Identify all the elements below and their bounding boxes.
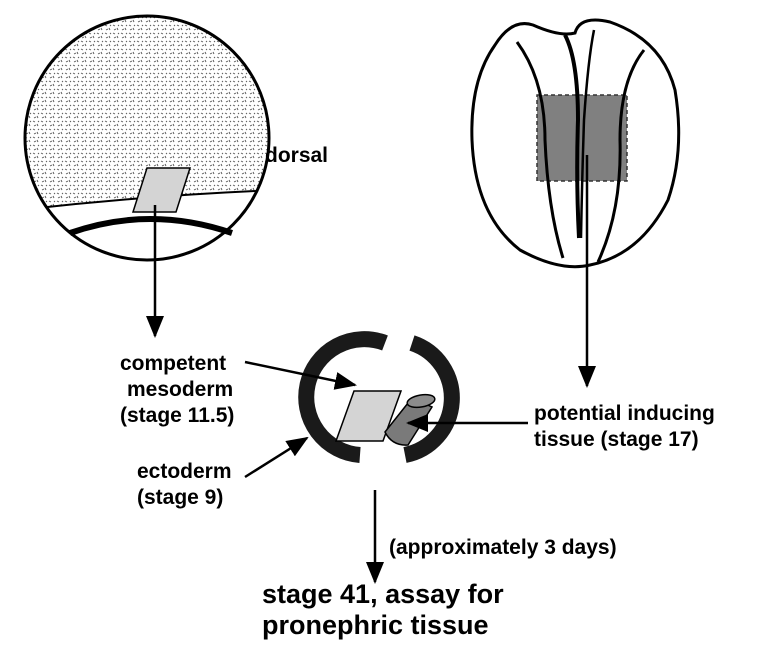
duration-label: (approximately 3 days) bbox=[389, 536, 617, 559]
animal-cap-stipple bbox=[25, 16, 269, 210]
dorsal-label: dorsal bbox=[265, 144, 328, 167]
assay-label-1: stage 41, assay for bbox=[262, 579, 504, 609]
ectoderm-label-1: ectoderm bbox=[137, 460, 232, 483]
dorsal-mesoderm-explant bbox=[131, 167, 192, 213]
gastrula-embryo bbox=[23, 14, 271, 262]
arrow-to-mesoderm bbox=[244, 360, 357, 390]
competent-label-2: mesoderm bbox=[127, 378, 233, 401]
competent-label-3: (stage 11.5) bbox=[120, 404, 234, 427]
ectoderm-label-2: (stage 9) bbox=[137, 486, 223, 509]
blastopore-lip bbox=[69, 216, 233, 236]
arrow-to-ectoderm bbox=[244, 436, 309, 479]
mesoderm-piece bbox=[334, 390, 403, 442]
competent-label-1: competent bbox=[120, 352, 226, 375]
inducing-label-1: potential inducing bbox=[534, 402, 715, 425]
inducing-label-2: tissue (stage 17) bbox=[534, 428, 699, 451]
assay-label-2: pronephric tissue bbox=[262, 610, 489, 640]
neurula-embryo bbox=[470, 18, 681, 269]
ectoderm-right bbox=[403, 335, 460, 463]
recombinant-sandwich bbox=[298, 331, 460, 463]
ectoderm-left bbox=[298, 331, 388, 463]
